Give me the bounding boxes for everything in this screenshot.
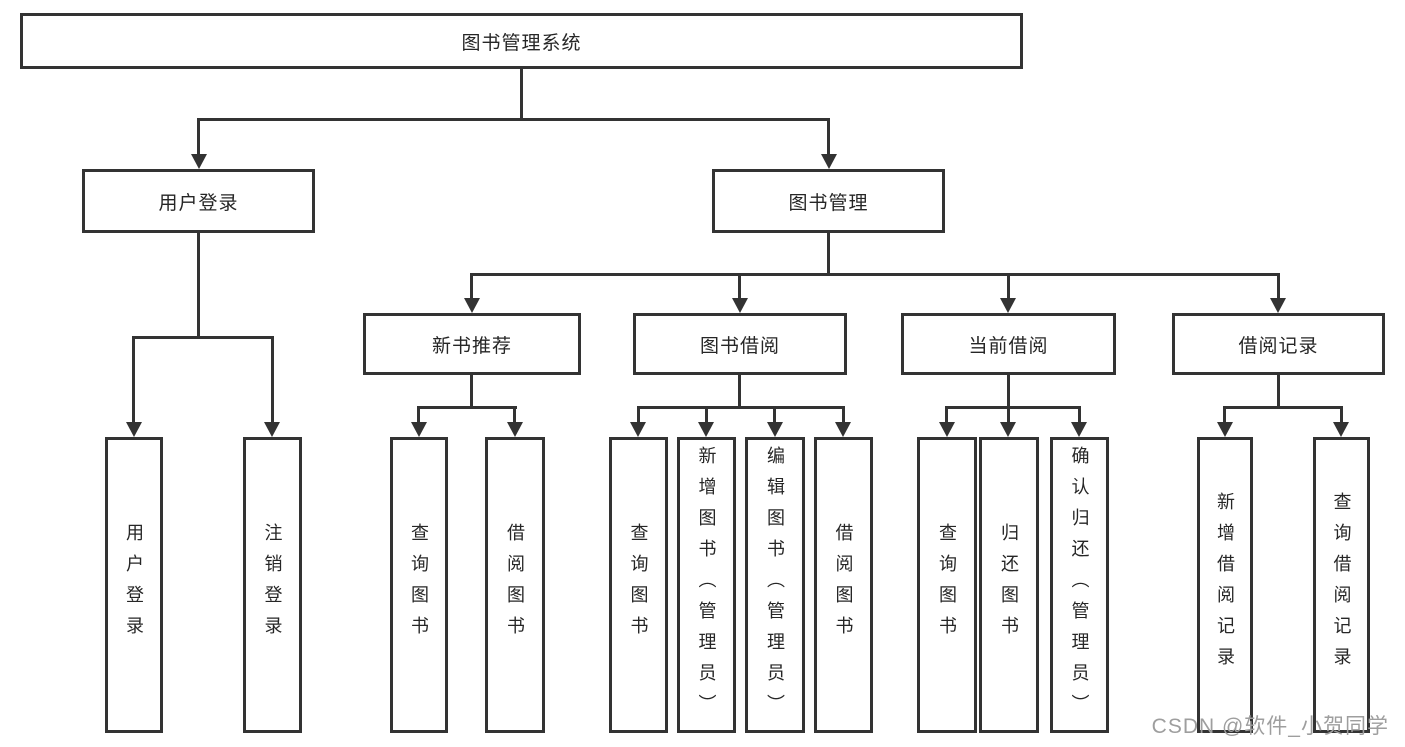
arrowhead-icon (1071, 422, 1087, 437)
connector-line (827, 118, 830, 155)
arrowhead-icon (835, 422, 851, 437)
leaf-record-add-label: 新增借阅记录 (1215, 492, 1235, 678)
arrowhead-icon (939, 422, 955, 437)
connector-line (470, 273, 473, 298)
leaf-borrow-borrow: 借阅图书 (814, 437, 873, 733)
connector-line (132, 336, 135, 422)
connector-line (1277, 273, 1280, 298)
leaf-borrow-edit-label: 编辑图书（管理员） (765, 445, 785, 725)
connector-line (1277, 375, 1280, 406)
leaf-current-query-label: 查询图书 (937, 523, 957, 647)
arrowhead-icon (1333, 422, 1349, 437)
node-book-borrow-label: 图书借阅 (699, 335, 780, 357)
leaf-borrow-add-label: 新增图书（管理员） (696, 445, 717, 725)
node-new-book-recommend-label: 新书推荐 (431, 335, 512, 357)
leaf-user-login-label: 用户登录 (124, 523, 144, 647)
node-user-login: 用户登录 (82, 169, 315, 233)
connector-line (705, 406, 708, 422)
arrowhead-icon (191, 154, 207, 169)
leaf-borrow-borrow-label: 借阅图书 (833, 523, 854, 647)
leaf-borrow-query-label: 查询图书 (628, 523, 649, 647)
arrowhead-icon (507, 422, 523, 437)
arrowhead-icon (1000, 298, 1016, 313)
connector-line (199, 118, 830, 121)
connector-line (470, 273, 1280, 276)
leaf-current-confirm-label: 确认归还（管理员） (1069, 445, 1090, 725)
connector-line (738, 375, 741, 406)
arrowhead-icon (767, 422, 783, 437)
arrowhead-icon (698, 422, 714, 437)
connector-line (417, 406, 517, 409)
node-borrow-records-label: 借阅记录 (1238, 335, 1319, 357)
connector-line (738, 273, 741, 298)
connector-line (773, 406, 776, 422)
node-current-borrow-label: 当前借阅 (968, 335, 1049, 357)
connector-line (1223, 406, 1343, 409)
leaf-borrow-query: 查询图书 (609, 437, 668, 733)
node-book-management-label: 图书管理 (788, 192, 869, 214)
leaf-logout: 注销登录 (243, 437, 302, 733)
node-new-book-recommend: 新书推荐 (363, 313, 581, 375)
arrowhead-icon (732, 298, 748, 313)
connector-line (197, 233, 200, 336)
connector-line (197, 118, 200, 155)
node-root-label: 图书管理系统 (461, 32, 582, 54)
leaf-newbook-borrow-label: 借阅图书 (505, 523, 525, 647)
connector-line (1007, 273, 1010, 298)
connector-line (1007, 406, 1010, 422)
leaf-current-query: 查询图书 (917, 437, 977, 733)
leaf-record-query-label: 查询借阅记录 (1331, 492, 1352, 678)
connector-line (945, 406, 948, 422)
node-book-management: 图书管理 (712, 169, 945, 233)
leaf-record-add: 新增借阅记录 (1197, 437, 1253, 733)
node-user-login-label: 用户登录 (158, 192, 239, 214)
connector-line (1007, 375, 1010, 406)
arrowhead-icon (1217, 422, 1233, 437)
leaf-newbook-query-label: 查询图书 (409, 523, 429, 647)
connector-line (520, 69, 523, 118)
arrowhead-icon (1000, 422, 1016, 437)
connector-line (1223, 406, 1226, 422)
arrowhead-icon (411, 422, 427, 437)
node-borrow-records: 借阅记录 (1172, 313, 1385, 375)
leaf-current-return: 归还图书 (979, 437, 1039, 733)
connector-line (271, 336, 274, 422)
connector-line (637, 406, 845, 409)
leaf-newbook-borrow: 借阅图书 (485, 437, 545, 733)
node-root: 图书管理系统 (20, 13, 1023, 69)
arrowhead-icon (821, 154, 837, 169)
arrowhead-icon (264, 422, 280, 437)
leaf-borrow-add: 新增图书（管理员） (677, 437, 736, 733)
connector-line (827, 233, 830, 273)
leaf-current-confirm: 确认归还（管理员） (1050, 437, 1109, 733)
connector-line (133, 336, 274, 339)
arrowhead-icon (1270, 298, 1286, 313)
arrowhead-icon (464, 298, 480, 313)
leaf-newbook-query: 查询图书 (390, 437, 448, 733)
connector-line (637, 406, 640, 422)
leaf-logout-label: 注销登录 (262, 523, 283, 647)
leaf-borrow-edit: 编辑图书（管理员） (745, 437, 805, 733)
connector-line (842, 406, 845, 422)
leaf-current-return-label: 归还图书 (999, 523, 1019, 647)
leaf-record-query: 查询借阅记录 (1313, 437, 1370, 733)
node-current-borrow: 当前借阅 (901, 313, 1116, 375)
connector-line (417, 406, 420, 422)
leaf-user-login: 用户登录 (105, 437, 163, 733)
connector-line (1340, 406, 1343, 422)
arrowhead-icon (630, 422, 646, 437)
watermark: CSDN @软件_小贺同学 (1151, 715, 1389, 738)
connector-line (470, 375, 473, 406)
connector-line (513, 406, 516, 422)
connector-line (1078, 406, 1081, 422)
connector-line (945, 406, 1081, 409)
node-book-borrow: 图书借阅 (633, 313, 847, 375)
arrowhead-icon (126, 422, 142, 437)
